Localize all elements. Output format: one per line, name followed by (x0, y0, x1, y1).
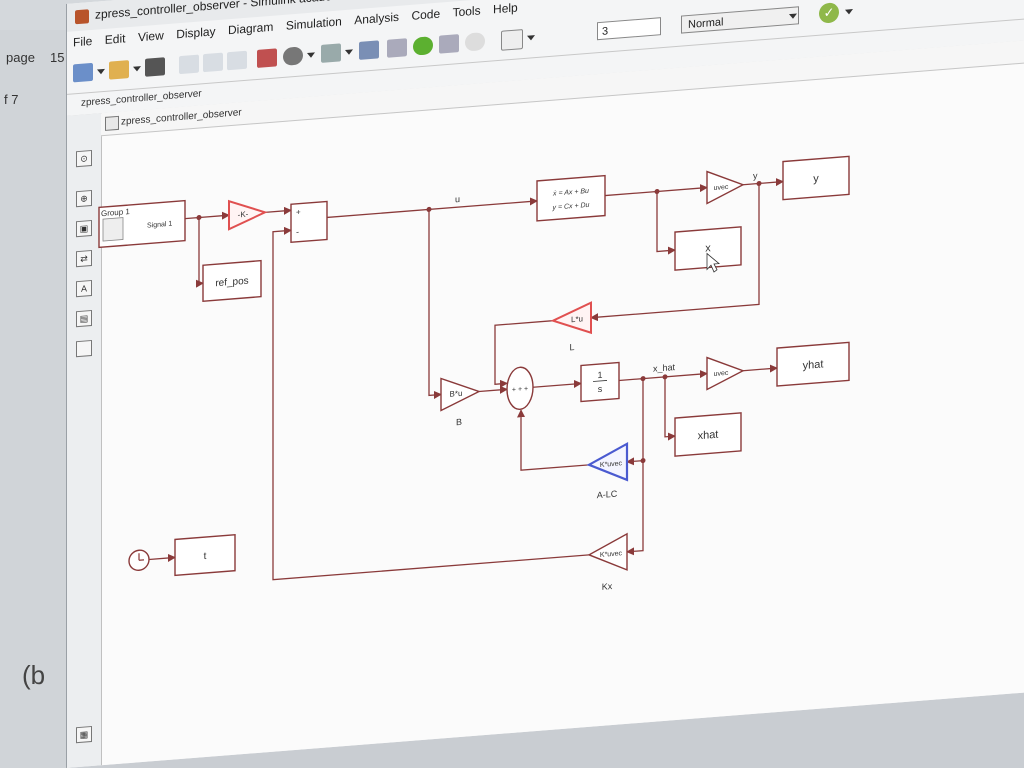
simulink-window: zpress_controller_observer - Simulink ac… (66, 0, 1024, 768)
to-workspace-t-label: t (204, 551, 207, 562)
signal-line[interactable] (517, 405, 589, 471)
gain-c-hat-block[interactable]: uvec (706, 355, 745, 391)
integrator-den: s (598, 384, 603, 394)
gain-k-label: -K- (238, 210, 249, 220)
browser-sidebar (0, 30, 70, 768)
gain-a-lc-block[interactable]: K*uvec A-LC (586, 442, 629, 501)
bg-page-count: f 7 (4, 92, 19, 107)
signal-line[interactable] (479, 385, 508, 394)
state-space-eq2: y = Cx + Du (552, 202, 590, 212)
mouse-cursor-icon (706, 252, 721, 273)
gain-a-lc-text: K*uvec (600, 460, 623, 469)
gain-b-name: B (456, 417, 462, 427)
signal-builder-group: Group 1 (101, 207, 130, 218)
integrator-num: 1 (597, 370, 602, 380)
signal-line[interactable] (494, 320, 553, 388)
gain-k-block[interactable]: -K- (228, 198, 268, 231)
bg-figure-label: (b (22, 660, 46, 690)
bg-page-label: page (6, 50, 35, 65)
gain-c-hat-label: uvec (714, 370, 729, 378)
signal-line-u[interactable] (327, 197, 538, 219)
to-workspace-xhat-label: xhat (698, 429, 719, 443)
gain-kx-text: K*uvec (600, 550, 623, 559)
bg-page-number: 15 (50, 50, 65, 65)
sum-observer-block[interactable]: + + + (506, 366, 534, 410)
signal-label-y: y (753, 171, 758, 181)
integrator-block[interactable]: 1 s (580, 361, 620, 403)
signal-line[interactable] (664, 376, 676, 441)
to-workspace-t-block[interactable]: t (174, 533, 236, 577)
state-space-block[interactable]: ẋ = Ax + Bu y = Cx + Du (536, 174, 606, 222)
gain-a-lc-name: A-LC (597, 489, 618, 501)
gain-b-text: B*u (450, 389, 463, 399)
to-workspace-xhat-block[interactable]: xhat (674, 412, 742, 457)
sum-ref-plus: + (296, 208, 301, 217)
signal-line[interactable] (185, 211, 230, 220)
gain-kx-name: Kx (602, 581, 613, 592)
gain-b-block[interactable]: B*u B (440, 375, 481, 428)
gain-c-block[interactable]: uvec (706, 169, 745, 205)
to-workspace-y-label: y (813, 173, 819, 185)
signal-line[interactable] (265, 206, 292, 215)
gain-l-block[interactable]: L*u L (550, 301, 592, 354)
signal-line[interactable] (149, 553, 176, 562)
signal-line[interactable] (626, 457, 643, 466)
gain-l-name: L (569, 342, 574, 352)
ref-pos-label: ref_pos (215, 276, 248, 290)
gain-c-label: uvec (714, 184, 729, 192)
signal-line[interactable] (590, 183, 760, 322)
sum-observer-signs: + + + (512, 386, 528, 394)
signal-line[interactable] (272, 207, 589, 581)
gain-kx-block[interactable]: K*uvec Kx (587, 532, 628, 593)
signal-line-y[interactable] (743, 178, 784, 187)
signal-line[interactable] (196, 217, 204, 288)
signal-line[interactable] (428, 208, 442, 400)
ref-pos-block[interactable]: ref_pos (202, 259, 262, 302)
signal-line[interactable] (626, 378, 644, 556)
signal-line[interactable] (533, 380, 582, 389)
to-workspace-yhat-block[interactable]: yhat (776, 341, 850, 387)
signal-line[interactable] (743, 364, 778, 373)
signal-line[interactable] (656, 190, 676, 255)
gain-l-text: L*u (571, 314, 583, 324)
signal-label-x-hat: x_hat (653, 362, 675, 374)
sum-ref-minus: - (296, 227, 299, 237)
clock-block[interactable] (128, 549, 150, 571)
to-workspace-yhat-label: yhat (803, 358, 824, 372)
to-workspace-y-block[interactable]: y (782, 155, 850, 201)
signal-label-u: u (455, 194, 460, 204)
to-workspace-x-label: x (705, 242, 711, 254)
sum-ref-block[interactable]: + - (290, 200, 328, 244)
state-space-eq1: ẋ = Ax + Bu (552, 188, 589, 198)
signal-builder-block[interactable]: Group 1 Signal 1 (98, 199, 186, 249)
block-diagram: u y x_hat Group 1 Signal 1 ref_pos -K- +… (98, 155, 850, 593)
signal-builder-port: Signal 1 (147, 221, 172, 230)
